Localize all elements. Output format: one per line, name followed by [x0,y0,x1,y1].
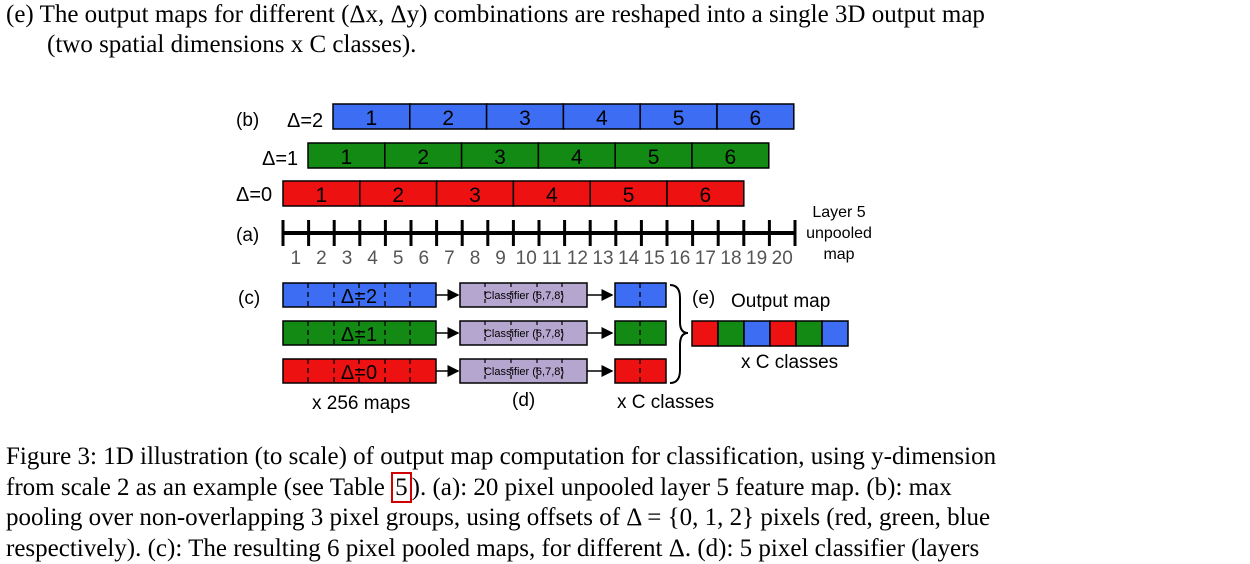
output-classes-label: x C classes [741,352,838,373]
output-map-cell [692,321,718,346]
pool-cell-label: 5 [673,107,685,130]
label-delta2: Δ=2 [287,110,323,132]
pooled-map-delta-label: Δ=1 [341,324,377,346]
pool-cell-label: 2 [442,107,454,130]
ruler-tick-label: 17 [695,248,716,269]
output-map-label: Output map [731,291,830,312]
output-map-cell [822,321,848,346]
output-map-diagram: (b) Δ=2 Δ=1 Δ=0 (a) Layer 5 unpooled map… [0,0,1250,440]
pool-cell-label: 4 [596,107,608,130]
ruler-tick-label: 15 [644,248,665,269]
pool-cell-label: 1 [366,107,378,130]
combine-brace [670,285,688,383]
ruler-tick-label: 8 [470,248,481,269]
classifier-label: Classifier (6,7,8) [484,366,564,378]
pool-cell-label: 1 [316,184,328,207]
pool-cell-label: 2 [392,184,404,207]
pool-cell-label: 5 [623,184,635,207]
ruler-tick-label: 11 [542,248,562,269]
ruler-tick-label: 10 [516,248,537,269]
pool-cell-label: 2 [417,146,429,169]
ruler-tick-label: 13 [592,248,613,269]
label-a: (a) [236,225,259,246]
ruler-tick-label: 2 [316,248,327,269]
output-map-cell [796,321,822,346]
pool-cell-label: 4 [546,184,558,207]
label-delta0: Δ=0 [236,184,272,206]
output-map-cell [718,321,744,346]
ruler-tick-label: 14 [618,248,640,269]
caption-line1: Figure 3: 1D illustration (to scale) of … [6,442,1100,473]
ruler-tick-label: 4 [367,248,378,269]
ruler-tick-label: 20 [772,248,793,269]
pool-cell-label: 6 [750,107,762,130]
pool-cell-label: 3 [519,107,531,130]
output-map-cell [744,321,770,346]
ruler-tick-label: 6 [419,248,430,269]
label-d: (d) [512,390,535,411]
pool-cell-label: 6 [725,146,737,169]
pool-cell-label: 6 [700,184,712,207]
label-delta1: Δ=1 [262,148,298,170]
label-b: (b) [236,110,259,131]
ruler-tick-label: 9 [495,248,506,269]
classifier-label: Classifier (6,7,8) [484,290,564,302]
label-c: (c) [238,288,260,309]
caption-line2a: from scale 2 as an example (see Table [6,474,391,501]
label-e-diagram: (e) [692,288,715,309]
ruler-tick-label: 5 [393,248,404,269]
ruler-tick-label: 18 [720,248,741,269]
layer-label-2: unpooled [806,225,872,242]
classes-label: x C classes [617,392,714,413]
ruler-tick-label: 16 [669,248,690,269]
ruler-tick-label: 12 [567,248,588,269]
layer-label-1: Layer 5 [812,204,865,221]
pool-cell-label: 1 [341,146,353,169]
caption-line2: from scale 2 as an example (see Table 5)… [6,473,1100,504]
maps-label: x 256 maps [312,393,410,414]
pool-cell-label: 3 [494,146,506,169]
ruler-tick-label: 3 [342,248,353,269]
ruler-tick-label: 1 [291,248,302,269]
layer-label-3: map [823,246,854,263]
ruler-tick-label: 19 [746,248,767,269]
caption-line4: respectively). (c): The resulting 6 pixe… [6,534,1100,564]
figure-caption: Figure 3: 1D illustration (to scale) of … [6,442,1100,564]
caption-line3: pooling over non-overlapping 3 pixel gro… [6,503,1100,534]
classifier-label: Classifier (6,7,8) [484,328,564,340]
caption-line2b: ). (a): 20 pixel unpooled layer 5 featur… [412,474,952,501]
pool-cell-label: 5 [648,146,660,169]
pooled-map-delta-label: Δ=0 [341,362,377,384]
output-map-cell [770,321,796,346]
ruler-tick-label: 7 [444,248,455,269]
pool-cell-label: 4 [571,146,583,169]
table-ref-link[interactable]: 5 [391,472,412,503]
pooled-map-delta-label: Δ=2 [341,286,377,308]
pool-cell-label: 3 [469,184,481,207]
